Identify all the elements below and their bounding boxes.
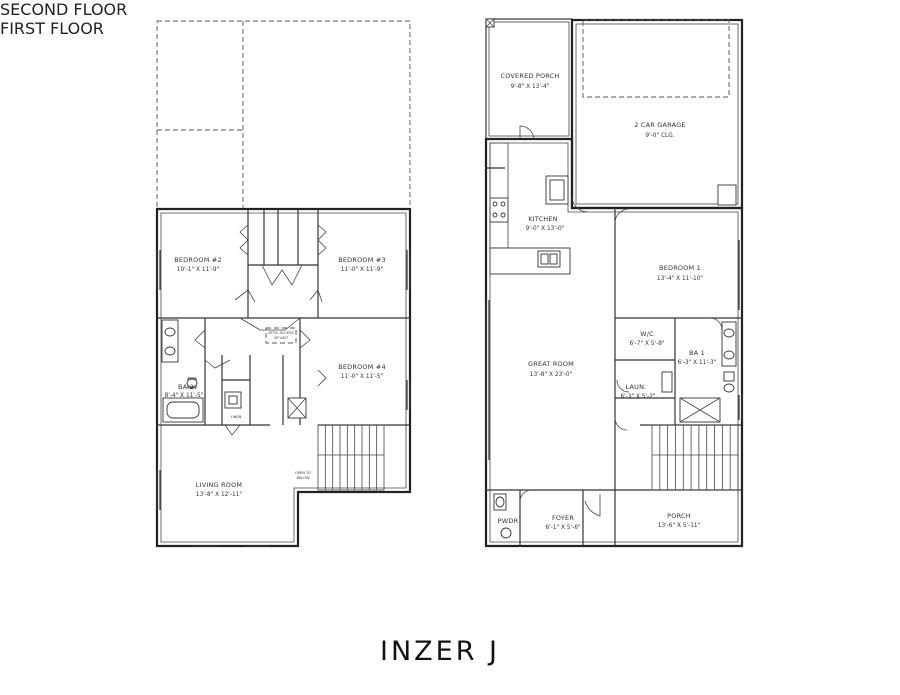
- garage: [570, 18, 744, 210]
- first-floor-plan: COVERED PORCH 9'-8" X 13'-4" 2 CAR GARAG…: [484, 18, 744, 548]
- ba2-label: BA 2: [178, 383, 194, 391]
- bedroom-4-size: 11'-0" X 11'-5": [341, 374, 384, 380]
- kitchen-label: KITCHEN: [528, 215, 558, 223]
- second-floor-plan: ATTIC ACCESS 30"x30" LINEN OPEN TO BELOW: [155, 20, 412, 548]
- second-floor-stairs: OPEN TO BELOW: [287, 397, 385, 491]
- plan-title: INZER J: [380, 636, 501, 667]
- second-floor-exterior-wall: [155, 207, 412, 548]
- garage-clg: 9'-0" CLG.: [645, 133, 674, 139]
- bedroom-3-size: 11'-0" X 11'-9": [341, 267, 384, 273]
- porch-size: 13'-6" X 5'-11": [658, 523, 701, 529]
- ba1-label: BA 1: [689, 349, 705, 357]
- laundry-label: LAUN.: [626, 383, 647, 391]
- ba2-size: 8'-4" X 11'-5": [165, 393, 204, 399]
- covered-porch-label: COVERED PORCH: [500, 72, 559, 80]
- first-floor-exterior-wall: [484, 137, 744, 548]
- living-room-label: LIVING ROOM: [196, 481, 242, 489]
- great-room-size: 13'-8" X 23'-0": [530, 372, 573, 378]
- bedroom-4-label: BEDROOM #4: [338, 363, 386, 371]
- kitchen-size: 9'-0" X 13'-0": [526, 226, 565, 232]
- first-floor-label: FIRST FLOOR: [0, 19, 104, 38]
- foyer-size: 6'-1" X 5'-6": [545, 525, 580, 531]
- bedroom-1-label: BEDROOM 1: [659, 264, 701, 272]
- foyer-label: FOYER: [552, 514, 574, 522]
- powder-room-label: PWDR: [498, 517, 519, 525]
- living-room-size: 13'-8" X 12'-11": [196, 492, 243, 498]
- bedroom-1-size: 13'-4" X 11'-10": [657, 276, 704, 282]
- bedroom-2-size: 10'-1" X 11'-9": [177, 267, 220, 273]
- open-to-below-note: OPEN TO: [295, 471, 311, 475]
- first-floor-stairs: [651, 424, 739, 491]
- porch-label: PORCH: [667, 512, 691, 520]
- kitchen-fixtures: [489, 142, 571, 275]
- ba2-fixtures: LINEN: [161, 319, 242, 423]
- wc-size: 6'-7" X 5'-8": [629, 341, 664, 347]
- attic-access: ATTIC ACCESS 30"x30": [265, 327, 297, 344]
- second-floor-label: SECOND FLOOR: [0, 0, 128, 19]
- covered-porch-size: 9'-8" X 13'-4": [511, 84, 550, 90]
- wc-label: W/C: [640, 330, 654, 338]
- bedroom-2-label: BEDROOM #2: [174, 256, 222, 264]
- pwdr-fixtures: [493, 493, 512, 539]
- ba1-fixtures: [661, 321, 737, 423]
- garage-label: 2 CAR GARAGE: [634, 121, 685, 129]
- attic-size-note: 30"x30": [274, 336, 289, 340]
- great-room-label: GREAT ROOM: [528, 360, 574, 368]
- laundry-size: 6'-3" X 5'-2": [620, 394, 655, 400]
- open-to-below-note-2: BELOW: [297, 476, 310, 480]
- attic-note: ATTIC ACCESS: [268, 331, 294, 335]
- roof-outline: [156, 20, 411, 210]
- bedroom-3-label: BEDROOM #3: [338, 256, 386, 264]
- linen-note: LINEN: [231, 415, 242, 419]
- ba1-size: 6'-3" X 11'-3": [678, 360, 717, 366]
